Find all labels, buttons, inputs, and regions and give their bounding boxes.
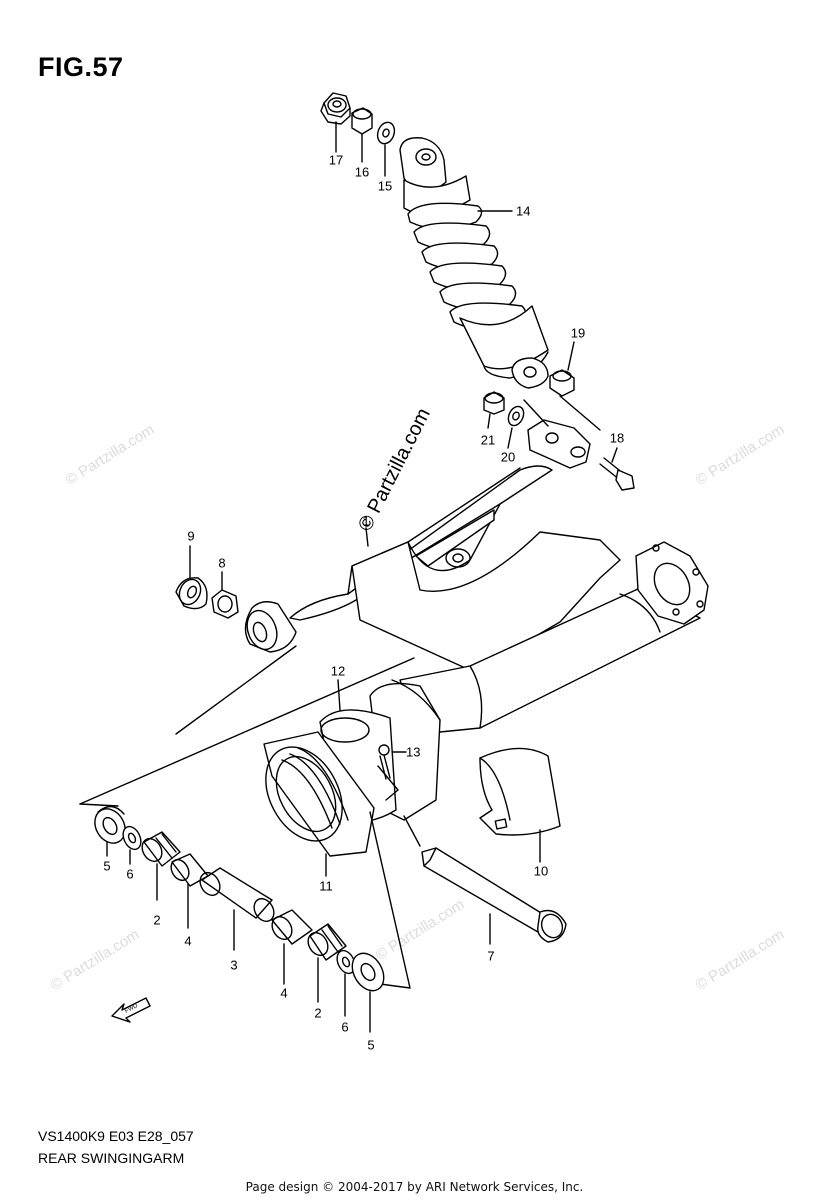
- part-13-screw: [377, 744, 399, 801]
- callout-6-left: 6: [126, 866, 134, 882]
- callout-19: 19: [570, 325, 586, 341]
- part-2-bearing-left: [141, 831, 181, 867]
- callout-20: 20: [500, 449, 516, 465]
- callout-4-left: 4: [184, 933, 192, 949]
- part-11-boot: [263, 731, 375, 857]
- callout-8: 8: [218, 555, 226, 571]
- callout-12: 12: [330, 663, 346, 679]
- callout-5-right: 5: [367, 1037, 375, 1053]
- part-5-seal-left: [94, 805, 126, 844]
- part-20-washer: [507, 405, 525, 427]
- callout-17: 17: [328, 152, 344, 168]
- part-16-collar: [351, 107, 373, 135]
- callout-6-right: 6: [341, 1019, 349, 1035]
- callout-21: 21: [480, 432, 496, 448]
- part-4-spacer-right: [271, 909, 313, 945]
- part-6-washer-left: [122, 825, 142, 851]
- shock-mount-bracket: [523, 395, 601, 469]
- callout-4-right: 4: [280, 985, 288, 1001]
- callout-7: 7: [487, 948, 495, 964]
- part-4-spacer-left: [170, 853, 209, 887]
- figure-title: FIG.57: [38, 52, 124, 82]
- part-21-collar: [483, 391, 505, 415]
- callout-2-left: 2: [153, 912, 161, 928]
- page-footer: Page design © 2004-2017 by ARI Network S…: [245, 1180, 584, 1194]
- fwd-arrow-icon: FWD: [111, 997, 151, 1023]
- callout-15: 15: [377, 178, 393, 194]
- callout-3: 3: [230, 957, 238, 973]
- callout-11: 11: [319, 878, 333, 894]
- part-9-cap: [175, 577, 208, 610]
- part-5-seal-right: [351, 952, 385, 992]
- part-17-nut: [320, 92, 351, 125]
- part-2-bearing-right: [307, 923, 347, 961]
- part-15-washer: [376, 121, 396, 145]
- part-3-collar: [199, 867, 275, 923]
- part-19-bushing: [549, 369, 575, 397]
- part-14-shock-absorber: [399, 137, 549, 389]
- callout-9: 9: [187, 528, 195, 544]
- part-6-washer-right: [336, 949, 356, 975]
- part-18-bolt: [599, 457, 635, 491]
- callout-5-left: 5: [103, 858, 111, 874]
- part-7-pivot-shaft: [421, 847, 567, 943]
- part-10-guard: [479, 747, 561, 836]
- callout-18: 18: [609, 430, 625, 446]
- callout-10: 10: [533, 863, 549, 879]
- callout-14: 14: [516, 203, 531, 219]
- callout-13: 13: [406, 744, 421, 760]
- callout-16: 16: [354, 164, 370, 180]
- callout-1: 1: [362, 513, 370, 529]
- callout-2-right: 2: [314, 1005, 322, 1021]
- figure-code: VS1400K9 E03 E28_057: [38, 1128, 194, 1144]
- part-8-nut: [211, 589, 239, 619]
- figure-caption: REAR SWINGINGARM: [38, 1150, 185, 1166]
